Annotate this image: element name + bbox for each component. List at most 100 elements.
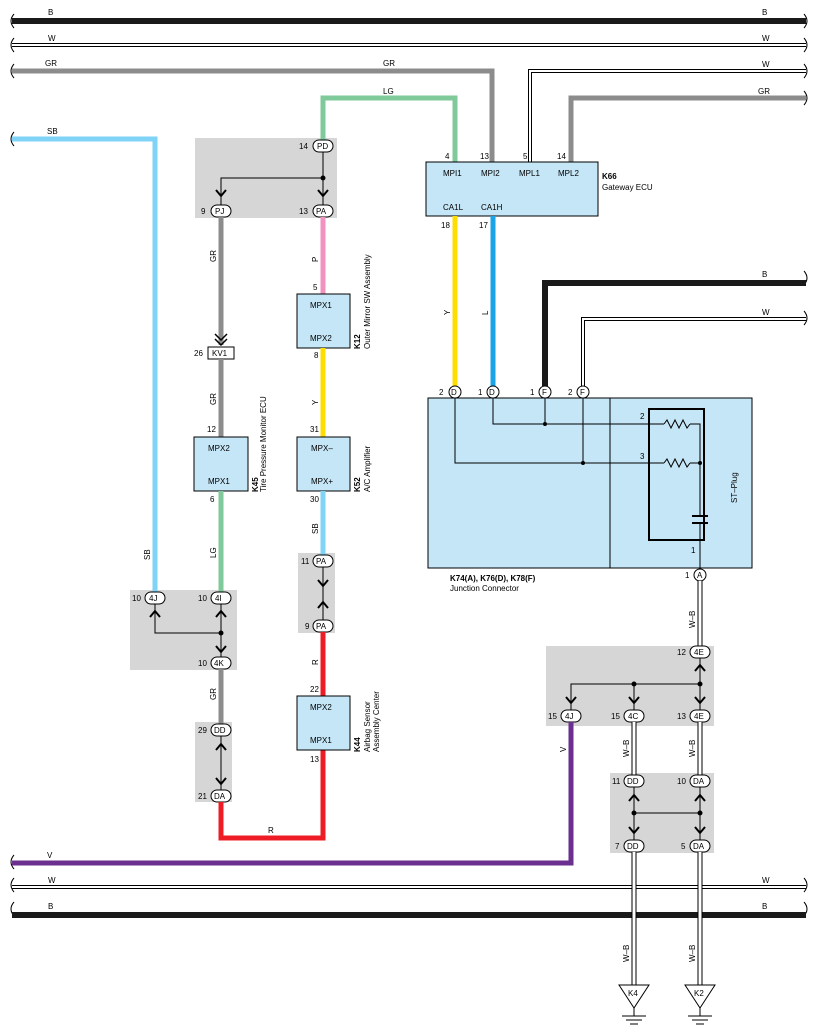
wire-sb-k52-label: SB (311, 523, 320, 534)
wire-r-bottom (218, 750, 326, 841)
arrow-4k (215, 645, 227, 654)
jc-dot-1 (543, 422, 547, 426)
conn-f2 (576, 385, 590, 399)
conn-4e-top-label: 4E (694, 648, 704, 657)
da-pin-10: 10 (677, 777, 686, 786)
st-pin-1: 1 (691, 546, 696, 555)
pin-13b: 13 (310, 755, 319, 764)
pin-29: 29 (198, 726, 207, 735)
arrow-dd (215, 742, 227, 751)
bus-b-bottom-right-label: B (762, 902, 767, 911)
pin-10c: 10 (198, 659, 207, 668)
pin-9b: 9 (305, 622, 310, 631)
conn-4j-label: 4J (149, 594, 157, 603)
wire-p-k12-label: P (311, 257, 320, 262)
pin-10b: 10 (198, 594, 207, 603)
wire-b-jc (542, 280, 806, 386)
pin-8: 8 (314, 351, 319, 360)
arrow-4e-bottom (694, 696, 706, 705)
wire-w-jc-label: W (762, 308, 770, 317)
conn-pd-label: PD (317, 142, 328, 151)
pin-10a: 10 (132, 594, 141, 603)
arrow-pa3 (317, 600, 329, 609)
conn-4j-b-label: 4J (565, 712, 573, 721)
splice-4e-4c-4j (570, 658, 703, 710)
arrow-4c (628, 696, 640, 705)
wire-wb-a-label: W–B (688, 611, 697, 628)
arrow-4e-top (694, 663, 706, 672)
conn-d1-label: D (451, 388, 457, 397)
k66-pin-5: 5 (523, 152, 528, 161)
arrow-da3 (694, 826, 706, 835)
ground-k2 (684, 984, 716, 1025)
pin-6: 6 (210, 495, 215, 504)
conn-kv1-label: KV1 (212, 349, 228, 358)
jc-pin-a1: 1 (685, 571, 690, 580)
conn-d1 (448, 385, 462, 399)
wire-sb-left (12, 136, 158, 592)
conn-pa2 (312, 554, 334, 568)
st-pin-2: 2 (640, 412, 645, 421)
arrow-pj-top (215, 189, 227, 198)
conn-4e-top (689, 645, 711, 659)
wire-lg-top (320, 95, 458, 162)
jc-name: Junction Connector (450, 584, 519, 593)
bus-gr-left-label: GR (45, 59, 57, 68)
splice-4j-4i-4k (154, 604, 224, 657)
jc-pin-1: 1 (478, 388, 483, 397)
pin-11: 11 (301, 557, 310, 566)
conn-f2-label: F (580, 388, 585, 397)
conn-da3-label: DA (693, 842, 705, 851)
conn-pa2-label: PA (316, 557, 327, 566)
pin-5: 5 (313, 283, 318, 292)
wire-sb-top-label: SB (47, 127, 58, 136)
wire-w-jc (582, 318, 806, 386)
conn-d2-label: D (489, 388, 495, 397)
wire-y-k66-label: Y (443, 309, 452, 315)
conn-pa-label: PA (316, 207, 327, 216)
j4j-pin-15: 15 (548, 712, 557, 721)
pin-9: 9 (201, 207, 206, 216)
bus-w-bottom-right-label: W (762, 876, 770, 885)
j4c-pin-15: 15 (611, 712, 620, 721)
k44-pin-bottom: MPX1 (310, 736, 332, 745)
k52-pin-bottom: MPX+ (311, 477, 333, 486)
k66-pin-13: 13 (480, 152, 489, 161)
arrow-4j (149, 609, 161, 618)
k66-name: Gateway ECU (602, 183, 653, 192)
wire-r-bottom-label: R (268, 826, 274, 835)
wire-gr-pj-label: GR (209, 250, 218, 262)
conn-4j (144, 591, 166, 605)
wire-wb-4c-label: W–B (622, 740, 631, 757)
bus-b-top-right-label: B (762, 8, 767, 17)
k45-name: Tire Pressure Monitor ECU (259, 396, 268, 492)
wire-v (12, 722, 574, 866)
arrow-pa-top (317, 189, 329, 198)
pin-13: 13 (299, 207, 308, 216)
conn-f1-label: F (542, 388, 547, 397)
jc-pin-1b: 1 (530, 388, 535, 397)
k12-name: Outer Mirror SW Assembly (363, 254, 372, 349)
k66-pin-18: 18 (441, 221, 450, 230)
k44-code: K44 (353, 737, 362, 752)
conn-da-label: DA (214, 792, 226, 801)
conn-dd3-label: DD (627, 842, 639, 851)
jc-dot-2 (581, 461, 585, 465)
ground-k4 (618, 984, 650, 1025)
conn-dd-label: DD (214, 726, 226, 735)
arrow-dd3 (628, 826, 640, 835)
bus-b-bottom-left-label: B (48, 902, 53, 911)
k52-box (296, 436, 351, 492)
k66-ca1l: CA1L (443, 203, 464, 212)
k66-code: K66 (602, 172, 617, 181)
conn-4e-bottom-label: 4E (694, 712, 704, 721)
wire-l-k66-label: L (481, 310, 490, 315)
conn-4k-label: 4K (214, 659, 224, 668)
da-pin-5: 5 (681, 842, 686, 851)
conn-4i (210, 591, 232, 605)
k44-name-line1: Airbag Sensor (363, 701, 372, 752)
k66-pin-17: 17 (479, 221, 488, 230)
conn-pa3-label: PA (316, 622, 327, 631)
kv1-chevron (214, 333, 228, 347)
k66-mpi1: MPI1 (443, 169, 462, 178)
